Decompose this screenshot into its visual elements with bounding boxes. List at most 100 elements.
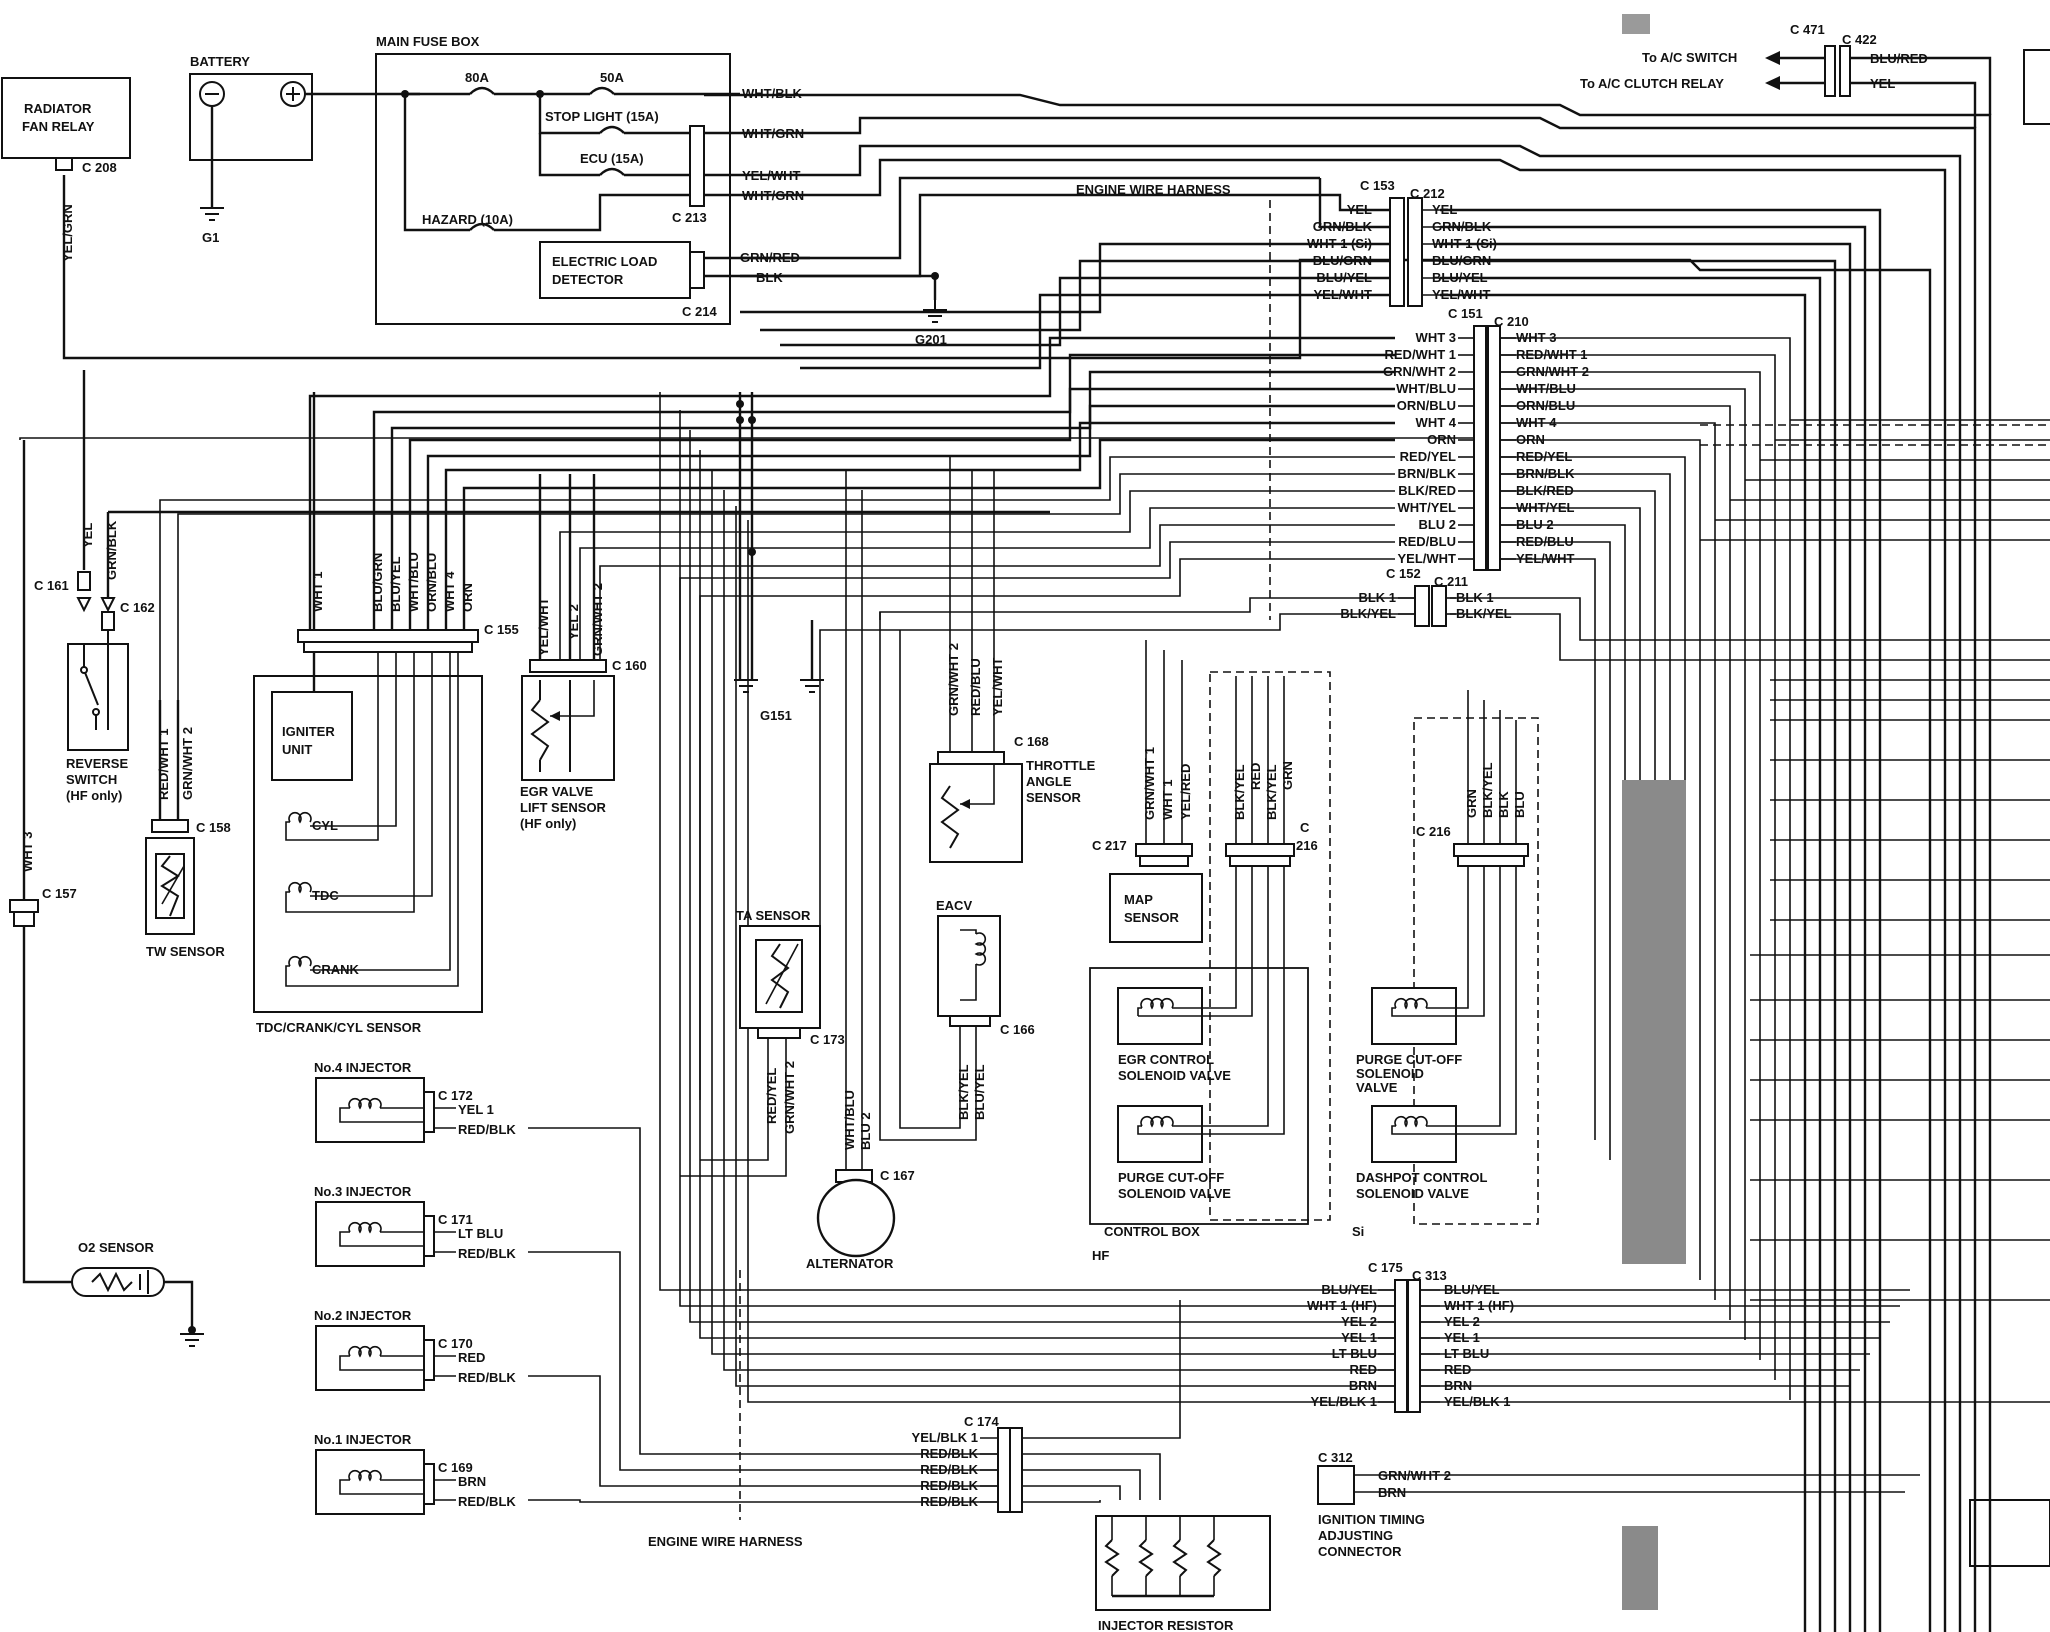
c175-left-wire-2: WHT 1 (HF) bbox=[1307, 1298, 1377, 1313]
injector-2-wire-2: RED/BLK bbox=[458, 1370, 516, 1385]
c175-left-wire-7: BRN bbox=[1349, 1378, 1377, 1393]
si-wire-2: BLK/YEL bbox=[1480, 762, 1495, 818]
c175-right-wire-3: YEL 2 bbox=[1444, 1314, 1480, 1329]
battery-title: BATTERY bbox=[190, 54, 250, 69]
injector-4-wire-2: RED/BLK bbox=[458, 1122, 516, 1137]
injector-2-name: No.2 INJECTOR bbox=[314, 1308, 412, 1323]
c151-left-wire-8: RED/YEL bbox=[1400, 449, 1456, 464]
ta-title: TA SENSOR bbox=[736, 908, 811, 923]
c151-right-wire-14: YEL/WHT bbox=[1516, 551, 1575, 566]
injector-resistor: INJECTOR RESISTOR bbox=[1095, 1515, 1271, 1632]
c151-left-wire-6: WHT 4 bbox=[1416, 415, 1457, 430]
c175-left-wire-6: RED bbox=[1350, 1362, 1377, 1377]
c151-right-wire-11: WHT/YEL bbox=[1516, 500, 1575, 515]
c211-label: C 211 bbox=[1434, 574, 1468, 589]
o2-label: O2 SENSOR bbox=[78, 1240, 154, 1255]
reverse-line2: SWITCH bbox=[66, 772, 117, 787]
hf-wire-3: BLK/YEL bbox=[1264, 764, 1279, 820]
c175-right-wire-6: RED bbox=[1444, 1362, 1471, 1377]
c152-label: C 152 bbox=[1386, 566, 1421, 581]
ac-clutch-label: To A/C CLUTCH RELAY bbox=[1580, 76, 1724, 91]
fuse-out-4: WHT/GRN bbox=[742, 188, 804, 203]
hf-egr-line2: SOLENOID VALVE bbox=[1118, 1068, 1231, 1083]
egr-wire-2: YEL 2 bbox=[566, 604, 581, 640]
c210-label: C 210 bbox=[1494, 314, 1529, 329]
c151-right-wire-2: RED/WHT 1 bbox=[1516, 347, 1588, 362]
egr-conn: C 160 bbox=[612, 658, 647, 673]
map-wire-3: YEL/RED bbox=[1178, 764, 1193, 820]
eacv-wire-2: BLU/YEL bbox=[972, 1064, 987, 1120]
hf-control-box: BLK/YEL RED BLK/YEL GRN C 216 EGR CONTRO… bbox=[1089, 671, 1331, 1263]
injector-2-wire-1: RED bbox=[458, 1350, 485, 1365]
reverse-c162: C 162 bbox=[120, 600, 155, 615]
injector-1-wire-1: BRN bbox=[458, 1474, 486, 1489]
ac-wire-2: YEL bbox=[1870, 76, 1895, 91]
c151-left-wire-5: ORN/BLU bbox=[1397, 398, 1456, 413]
resistor-icon bbox=[1172, 1539, 1188, 1577]
c151-right-wire-8: RED/YEL bbox=[1516, 449, 1572, 464]
ac-c471: C 471 bbox=[1790, 22, 1825, 37]
injector-1-name: No.1 INJECTOR bbox=[314, 1432, 412, 1447]
si-dash-line1: DASHPOT CONTROL bbox=[1356, 1170, 1488, 1185]
c175-right-wire-7: BRN bbox=[1444, 1378, 1472, 1393]
hf-purge-line2: SOLENOID VALVE bbox=[1118, 1186, 1231, 1201]
injector-2-conn: C 170 bbox=[438, 1336, 473, 1351]
c151-left-wire-1: WHT 3 bbox=[1416, 330, 1456, 345]
c212-label: C 212 bbox=[1410, 186, 1445, 201]
resistor-icon bbox=[1104, 1539, 1120, 1577]
resistor-icon bbox=[1206, 1539, 1222, 1577]
hf-conn-a: C bbox=[1300, 820, 1310, 835]
c151-right-wire-3: GRN/WHT 2 bbox=[1516, 364, 1589, 379]
c151-left-wire-2: RED/WHT 1 bbox=[1385, 347, 1457, 362]
c153-right-wire-1: YEL bbox=[1432, 202, 1457, 217]
tdc-wire-4: WHT/BLU bbox=[406, 552, 421, 612]
fan-relay-line1: RADIATOR bbox=[24, 101, 92, 116]
c151-left-wire-14: YEL/WHT bbox=[1398, 551, 1457, 566]
si-conn: C 216 bbox=[1416, 824, 1451, 839]
c151-left-wire-12: BLU 2 bbox=[1418, 517, 1456, 532]
fuse-out-1: WHT/BLK bbox=[742, 86, 803, 101]
ta-conn: C 173 bbox=[810, 1032, 845, 1047]
c174-label: C 174 bbox=[964, 1414, 999, 1429]
ground-icon bbox=[200, 207, 224, 221]
ign-conn: C 312 bbox=[1318, 1450, 1353, 1465]
throttle-line3: SENSOR bbox=[1026, 790, 1082, 805]
c175-label: C 175 bbox=[1368, 1260, 1403, 1275]
injector-4-name: No.4 INJECTOR bbox=[314, 1060, 412, 1075]
c153-right-wire-5: BLU/YEL bbox=[1432, 270, 1488, 285]
eacv-title: EACV bbox=[936, 898, 972, 913]
c152-left-wire-2: BLK/YEL bbox=[1340, 606, 1396, 621]
fuse-80a: 80A bbox=[465, 70, 489, 85]
c151-right-wire-7: ORN bbox=[1516, 432, 1545, 447]
fuse-out-2: WHT/GRN bbox=[742, 126, 804, 141]
map-wire-1: GRN/WHT 1 bbox=[1142, 747, 1157, 820]
c174-wire-1: YEL/BLK 1 bbox=[912, 1430, 978, 1445]
coil-icon bbox=[288, 955, 312, 968]
hf-wire-1: BLK/YEL bbox=[1232, 764, 1247, 820]
fuse-ecu: ECU (15A) bbox=[580, 151, 644, 166]
egr-lift-sensor: YEL/WHT YEL 2 GRN/WHT 2 C 160 EGR VALVE … bbox=[520, 474, 647, 831]
c153-left-wire-4: BLU/GRN bbox=[1313, 253, 1372, 268]
c174-wire-3: RED/BLK bbox=[920, 1462, 978, 1477]
hf-tag: HF bbox=[1092, 1248, 1109, 1263]
eacv-conn: C 166 bbox=[1000, 1022, 1035, 1037]
si-purge-line1: PURGE CUT-OFF bbox=[1356, 1052, 1462, 1067]
hf-purge-line1: PURGE CUT-OFF bbox=[1118, 1170, 1224, 1185]
coil-icon bbox=[348, 1097, 382, 1110]
c151-right-wire-13: RED/BLU bbox=[1516, 534, 1574, 549]
c153-right-wire-2: GRN/BLK bbox=[1432, 219, 1492, 234]
connector-c174: C 174 YEL/BLK 1RED/BLKRED/BLKRED/BLKRED/… bbox=[912, 1414, 1023, 1513]
si-purge-line2: SOLENOID bbox=[1356, 1066, 1424, 1081]
c313-label: C 313 bbox=[1412, 1268, 1447, 1283]
si-control-box: GRN BLK/YEL BLK BLU C 216 PURGE CUT-OFF … bbox=[1352, 690, 1539, 1239]
c153-left-wire-6: YEL/WHT bbox=[1314, 287, 1373, 302]
c175-left-wire-5: LT BLU bbox=[1332, 1346, 1377, 1361]
c153-left-wire-1: YEL bbox=[1347, 202, 1372, 217]
ground-g151: G151 bbox=[734, 392, 824, 723]
fuse-box-title: MAIN FUSE BOX bbox=[376, 34, 480, 49]
arrow-left-icon bbox=[1765, 51, 1780, 65]
main-fuse-box: MAIN FUSE BOX 80A 50A HAZARD (10A) STOP … bbox=[375, 34, 947, 347]
fuse-hazard: HAZARD (10A) bbox=[422, 212, 513, 227]
c153-left-wire-2: GRN/BLK bbox=[1313, 219, 1373, 234]
